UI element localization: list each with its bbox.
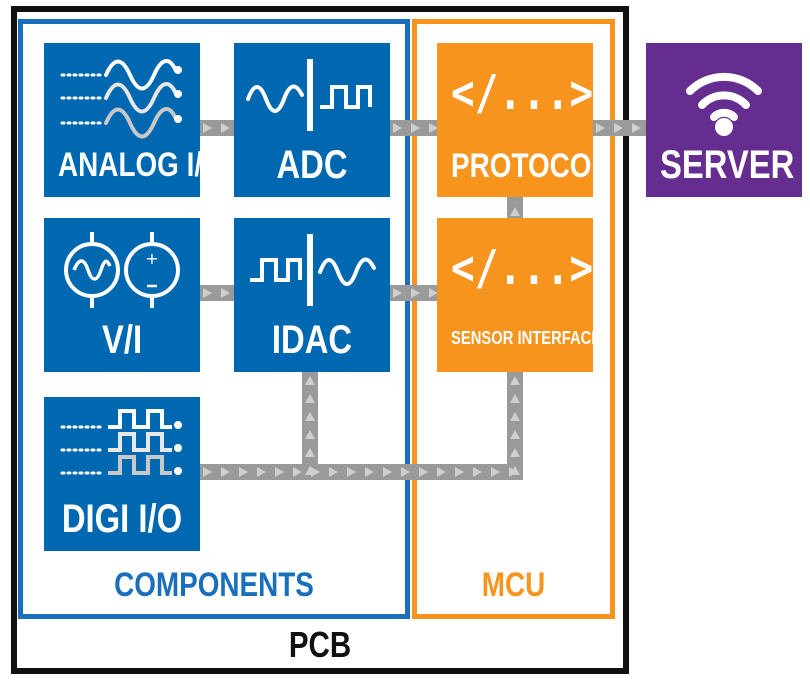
connector-arrow [510,376,520,385]
connector-arrow [429,288,438,298]
bus-digi-to-idac [302,370,318,480]
connector-arrow [383,467,392,477]
connector-arrow [510,394,520,403]
code-icon: </...> [451,240,594,296]
pcb-label: PCB [288,624,352,665]
connector-arrow [221,288,230,298]
connector-arrow [257,467,266,477]
connector-arrow [203,467,212,477]
vi-label: V/I [101,318,143,362]
connector-arrow [510,466,520,475]
components-label: COMPONENTS [114,566,314,604]
connector-arrow [510,412,520,421]
connector-arrow [614,123,623,133]
idac-label: IDAC [271,318,353,362]
connector-arrow [437,467,446,477]
connector-arrow [401,467,410,477]
adc-block: ADC [234,43,390,197]
bus-vi-to-idac [198,285,236,301]
connector-arrow [293,467,302,477]
digi-io-block: DIGI I/O [44,397,200,551]
connector-arrow [305,394,315,403]
pcb-frame [11,6,629,674]
connector-arrow [305,376,315,385]
connector-arrow [305,430,315,439]
bus-digi-to-sensor [507,370,523,480]
sensor-interface-label: SENSOR INTERFACE [451,328,602,348]
vi-block: + V/I [44,218,200,372]
analog-io-block: ANALOG I/O [44,43,224,197]
components-frame [18,19,410,619]
connector-arrow [632,123,641,133]
connector-arrow [275,467,284,477]
connector-arrow [239,467,248,477]
protocol-label: PROTOCOL [451,147,609,185]
wifi-icon [686,72,762,136]
connector-arrow [305,448,315,457]
connector-arrow [393,288,402,298]
connector-arrow [510,430,520,439]
digi-io-label: DIGI I/O [61,497,183,541]
server-label: SERVER [660,143,795,187]
mcu-label: MCU [481,566,546,604]
bus-analog-to-adc [198,120,236,136]
server-block: SERVER [646,43,802,197]
connector-arrow [365,467,374,477]
connector-arrow [305,412,315,421]
svg-text:+: + [145,249,158,268]
connector-arrow [221,467,230,477]
connector-arrow [221,123,230,133]
idac-block: IDAC [234,218,390,372]
adc-label: ADC [276,143,348,187]
connector-arrow [491,467,500,477]
connector-arrow [411,123,420,133]
connector-arrow [419,467,428,477]
digital-to-analog-icon [250,234,376,306]
mcu-frame [412,19,615,619]
bus-digi-io [198,464,523,480]
connector-arrow [393,123,402,133]
protocol-block: </...> PROTOCOL [437,43,609,197]
connector-arrow [411,288,420,298]
connector-arrow [429,123,438,133]
connector-arrow [329,467,338,477]
connector-arrow [305,466,315,475]
connector-arrow [510,448,520,457]
voltage-current-source-icon: + [64,232,180,308]
connector-arrow [510,207,520,216]
connector-arrow [347,467,356,477]
sensor-interface-block: </...> SENSOR INTERFACE [437,218,602,372]
analog-io-label: ANALOG I/O [58,146,224,184]
connector-arrow [596,123,605,133]
analog-to-digital-icon [246,59,372,131]
square-waves-icon [60,409,182,475]
sine-waves-icon [60,59,182,139]
code-icon: </...> [451,65,594,121]
connector-arrow [473,467,482,477]
connector-arrow [203,123,212,133]
connector-arrow [203,288,212,298]
connector-arrow [455,467,464,477]
